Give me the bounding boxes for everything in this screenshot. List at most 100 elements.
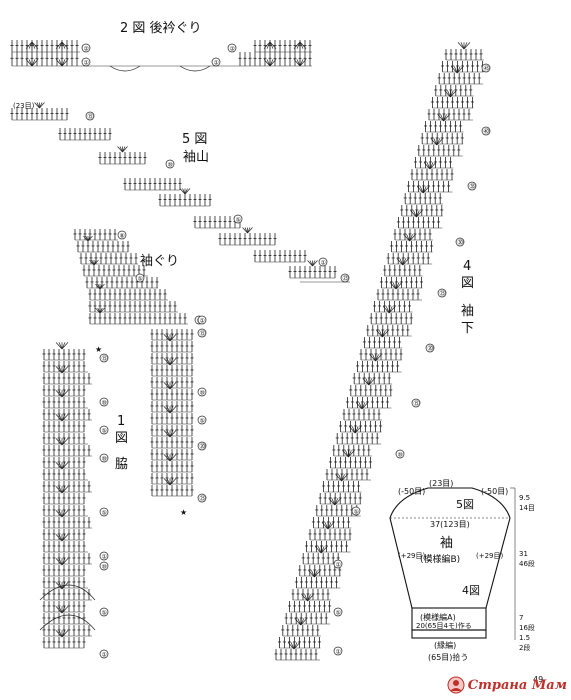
chart-4-title2: 下 bbox=[461, 321, 474, 336]
main-subtitle: (模様編B) bbox=[420, 553, 460, 565]
row-marker: ⑩ bbox=[395, 449, 405, 459]
chart-2-marker: ① bbox=[211, 57, 221, 67]
row-marker: ⑩ bbox=[197, 387, 207, 397]
row-marker: ㉟ bbox=[467, 181, 477, 191]
dim-label: 2段 bbox=[519, 643, 530, 652]
top-count: (23目) bbox=[429, 479, 453, 488]
chart-4-title-num: 4 bbox=[463, 259, 471, 274]
dim-label: 16段 bbox=[519, 623, 535, 632]
svg-text:⑮: ⑮ bbox=[102, 355, 108, 363]
row-marker: ① bbox=[333, 559, 343, 569]
dim-label: 7 bbox=[519, 614, 523, 622]
chart-5-marker: ① bbox=[318, 257, 328, 267]
svg-text:⑮: ⑮ bbox=[200, 330, 206, 338]
row-marker: ⑤ bbox=[197, 415, 207, 425]
star-mark: ★ bbox=[95, 345, 102, 354]
fig-ref-top: 5図 bbox=[456, 498, 474, 511]
row-marker: ㊺ bbox=[481, 63, 491, 73]
row-marker: ⑩ bbox=[99, 561, 109, 571]
chart-5-marker: ⑮ bbox=[85, 111, 95, 121]
svg-text:①: ① bbox=[102, 652, 107, 659]
row-marker: ⑤ bbox=[99, 607, 109, 617]
sleeve-outline bbox=[389, 487, 511, 609]
fig-ref-bottom: 4図 bbox=[462, 584, 480, 597]
svg-text:①: ① bbox=[84, 60, 89, 67]
chart-1-title-num: 1 bbox=[117, 414, 125, 429]
svg-text:①: ① bbox=[336, 562, 341, 569]
chart-5-marker: ⑤ bbox=[233, 214, 243, 224]
page-number: 49 bbox=[533, 675, 543, 684]
left-count: (-50目) bbox=[398, 487, 425, 496]
row-marker: ㉕ bbox=[197, 493, 207, 503]
schematic-dimensions: 9.5 14目 31 46段 7 16段 1.5 2段 bbox=[519, 494, 535, 652]
chart-armhole: 袖ぐり ⑧ ⑤ ① bbox=[73, 229, 204, 325]
chart-5-marker: ⑩ bbox=[165, 159, 175, 169]
row-marker: ⑮ bbox=[99, 353, 109, 363]
row-marker: ⑳ bbox=[425, 343, 435, 353]
row-marker: ⑤ bbox=[351, 506, 361, 516]
chart-4-title: 袖 bbox=[461, 304, 474, 319]
svg-text:⑩: ⑩ bbox=[102, 456, 107, 463]
row-marker: ① bbox=[99, 551, 109, 561]
row-marker: ㊵ bbox=[481, 126, 491, 136]
hem-title: (縁編) bbox=[434, 640, 456, 650]
chart-1-title-fig: 図 bbox=[115, 431, 128, 446]
row-marker: ㉚ bbox=[455, 237, 465, 247]
svg-text:㉚: ㉚ bbox=[458, 239, 464, 247]
svg-text:㉟: ㉟ bbox=[470, 183, 476, 191]
svg-text:⑩: ⑩ bbox=[200, 390, 205, 397]
row-marker: ㉕ bbox=[437, 288, 447, 298]
row-marker: ⑤ bbox=[99, 507, 109, 517]
chart-5-marker: ㉓ bbox=[340, 273, 350, 283]
chart-5-sleeve-cap: 5 図 袖山 (23目) ⑮ ⑩ ⑤ ① ㉓ bbox=[10, 102, 350, 283]
star-mark: ★ bbox=[180, 508, 187, 517]
row-marker: ⑩ bbox=[99, 453, 109, 463]
chart-2-marker: ② bbox=[227, 43, 237, 53]
chart-4-title-fig: 図 bbox=[461, 276, 474, 291]
svg-text:①: ① bbox=[102, 554, 107, 561]
side-left: (+29目) bbox=[398, 552, 426, 560]
svg-text:⑩: ⑩ bbox=[102, 400, 107, 407]
row-marker: ⑩ bbox=[99, 397, 109, 407]
svg-text:①: ① bbox=[321, 260, 326, 267]
svg-text:①: ① bbox=[200, 318, 205, 325]
row-marker: ① bbox=[99, 649, 109, 659]
svg-text:②: ② bbox=[230, 46, 236, 53]
svg-text:㉕: ㉕ bbox=[200, 495, 206, 503]
svg-text:⑮: ⑮ bbox=[88, 113, 94, 121]
band-title: (模様編A) bbox=[420, 612, 456, 622]
svg-text:①: ① bbox=[336, 649, 341, 656]
svg-text:⑤: ⑤ bbox=[236, 217, 241, 224]
svg-text:⑤: ⑤ bbox=[102, 428, 107, 435]
svg-text:⑳: ⑳ bbox=[200, 443, 206, 451]
svg-text:⑤: ⑤ bbox=[138, 276, 143, 283]
svg-text:⑤: ⑤ bbox=[102, 510, 107, 517]
svg-text:⑧: ⑧ bbox=[120, 233, 125, 240]
svg-text:⑩: ⑩ bbox=[102, 564, 107, 571]
svg-text:㊺: ㊺ bbox=[484, 65, 490, 73]
svg-text:㉓: ㉓ bbox=[343, 275, 349, 283]
svg-text:⑤: ⑤ bbox=[336, 610, 341, 617]
edging-band bbox=[411, 629, 487, 639]
main-title: 袖 bbox=[440, 536, 453, 551]
chart-1-title: 脇 bbox=[115, 457, 128, 472]
svg-text:⑤: ⑤ bbox=[200, 418, 205, 425]
site-watermark: Страна Мам bbox=[447, 672, 567, 698]
row-marker: ⑮ bbox=[411, 398, 421, 408]
svg-text:⑤: ⑤ bbox=[354, 509, 359, 516]
svg-text:⑩: ⑩ bbox=[168, 162, 173, 169]
dim-label: 9.5 bbox=[519, 494, 530, 502]
watermark-text: Страна Мам bbox=[467, 677, 567, 693]
chart-armhole-marker: ⑧ bbox=[117, 230, 127, 240]
dim-label: 46段 bbox=[519, 559, 535, 568]
chart-armhole-title: 袖ぐり bbox=[140, 254, 179, 269]
chart-2-marker: ② bbox=[81, 43, 91, 53]
chart-2-marker: ① bbox=[81, 57, 91, 67]
svg-text:②: ② bbox=[84, 46, 90, 53]
svg-text:㊵: ㊵ bbox=[484, 128, 490, 136]
chart-5-title: 袖山 bbox=[183, 150, 209, 165]
svg-text:⑩: ⑩ bbox=[398, 452, 403, 459]
side-right: (+29目) bbox=[476, 552, 504, 560]
